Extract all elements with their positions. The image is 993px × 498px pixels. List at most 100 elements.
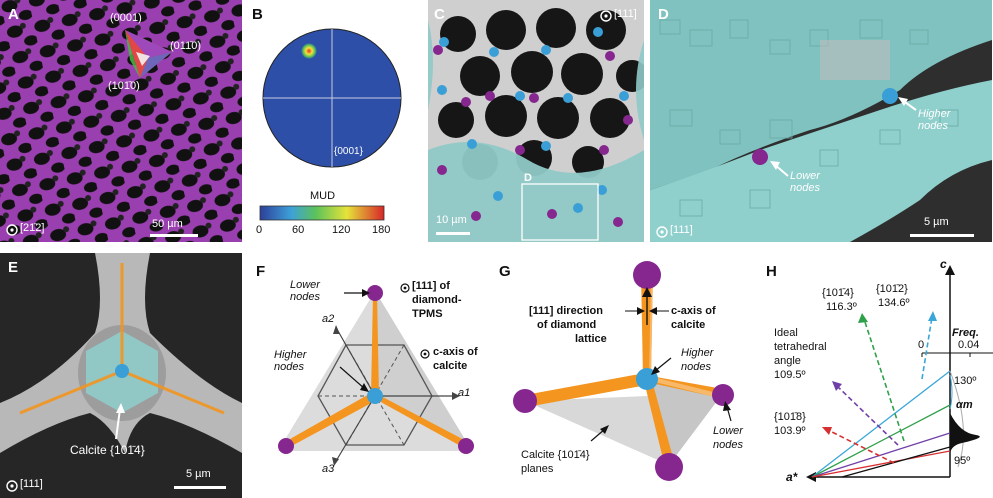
planes-line2: planes	[521, 463, 554, 475]
lower-line2: nodes	[713, 439, 743, 451]
scale-label: 50 µm	[152, 218, 183, 230]
higher-nodes-label: Higher nodes	[918, 108, 951, 132]
angle-130: 130º	[954, 375, 977, 387]
scale-label: 5 µm	[924, 216, 949, 228]
higher-node-dot	[882, 88, 898, 104]
dir111-line1: [111] of	[412, 280, 450, 292]
lower-node-left	[278, 438, 294, 454]
view-direction-icon	[6, 224, 18, 236]
view-direction-icon	[400, 283, 410, 293]
inset-box	[521, 183, 599, 241]
dir111-line3: TPMS	[412, 308, 443, 320]
a1-label: a1	[458, 387, 471, 399]
tick-120: 120	[332, 224, 351, 236]
ideal-line3: angle	[774, 355, 801, 367]
c-axis-label: c	[940, 257, 947, 271]
scale-bar	[150, 234, 198, 237]
panel-h: H c a* Freq. 0 0.04 αm 130º 95º {101̄4} …	[762, 253, 993, 498]
node-left	[513, 389, 537, 413]
sem-image-d	[650, 0, 992, 242]
lower-nodes-label: Lower nodes	[790, 170, 820, 194]
colorbar-title: MUD	[310, 190, 336, 202]
panel-e: E Calcite {101̄4} [111] 5 µm	[0, 253, 242, 498]
panel-c: C [111] D 10 µm	[428, 0, 644, 242]
plane-1018: {101̄8}	[774, 411, 806, 423]
value-1018: 103.9º	[774, 425, 806, 437]
frequency-histogram	[950, 413, 980, 453]
scale-bar	[174, 486, 226, 489]
direction-label: [111]	[20, 478, 43, 490]
calcite-label: Calcite {101̄4}	[70, 443, 145, 457]
higher-line2: nodes	[681, 361, 711, 373]
ipf-left-label: (101̄0)	[108, 80, 140, 92]
higher-nodes-label: Higher nodes	[274, 349, 307, 373]
caxis-direction-icon	[420, 349, 430, 359]
view-direction-icon	[656, 226, 668, 238]
caxis-line2: calcite	[433, 360, 468, 372]
plane-1014: {101̄4}	[822, 287, 854, 299]
ipf-right-label: (011̄0)	[170, 40, 201, 52]
dir-line1: [111] direction	[529, 305, 603, 317]
higher-node	[367, 388, 383, 404]
astar-label: a*	[786, 470, 798, 484]
a2-label: a2	[322, 313, 335, 325]
lower-node-dot	[752, 149, 768, 165]
panel-b: B {0001} MUD 0 60 120 180	[248, 0, 423, 242]
panel-e-label: E	[8, 259, 19, 276]
schematic-f	[278, 285, 474, 466]
panel-h-label: H	[766, 263, 777, 280]
pole-figure	[259, 28, 402, 221]
panel-d-label: D	[658, 6, 669, 23]
pole-label: {0001}	[334, 146, 363, 157]
panel-a: A (0001) (011̄0) (101̄0) 50 µm [21̄2]	[0, 0, 242, 242]
view-direction-icon	[600, 10, 612, 22]
node-top	[633, 261, 661, 289]
node-bottom	[655, 453, 683, 481]
lower-node-top	[367, 285, 383, 301]
ideal-line1: Ideal	[774, 327, 798, 339]
direction-label: [111]	[614, 8, 637, 20]
value-1014: 116.3º	[826, 301, 857, 313]
node-dot	[115, 364, 129, 378]
pole-maximum	[301, 43, 317, 59]
panel-b-label: B	[252, 6, 263, 23]
direction-label: [111]	[670, 224, 693, 236]
panel-d: D Higher nodes Lower nodes [111] 5 µm	[650, 0, 992, 242]
dir-line2: of diamond	[537, 319, 597, 331]
higher-line1: Higher	[681, 347, 714, 359]
node-right	[712, 384, 734, 406]
caxis-line1: c-axis of	[433, 346, 478, 358]
panel-f-label: F	[256, 263, 266, 280]
panel-a-label: A	[8, 6, 19, 23]
panel-g: G [111] direction of diamond lattice c-a…	[495, 253, 760, 498]
freq-004: 0.04	[958, 339, 980, 351]
caxis-line1: c-axis of	[671, 305, 716, 317]
scale-bar	[910, 234, 974, 237]
schematic-g	[513, 261, 734, 481]
sem-image-c	[428, 0, 644, 242]
ipf-top-label: (0001)	[110, 12, 142, 24]
planes-line1: Calcite {101̄4}	[521, 449, 590, 461]
freq-label: Freq.	[952, 327, 979, 339]
plane-1012: {101̄2}	[876, 283, 908, 295]
alpha-label: αm	[956, 399, 973, 411]
lower-node-right	[458, 438, 474, 454]
lower-nodes-label-1: Lower nodes	[290, 279, 320, 303]
ideal-line4: 109.5º	[774, 369, 806, 381]
panel-g-label: G	[499, 263, 511, 280]
angle-diagram	[806, 265, 993, 482]
scale-label: 5 µm	[186, 468, 211, 480]
tick-180: 180	[372, 224, 391, 236]
mud-colorbar	[259, 205, 385, 221]
caxis-line2: calcite	[671, 319, 706, 331]
scale-label: 10 µm	[436, 214, 467, 226]
ideal-line2: tetrahedral	[774, 341, 827, 353]
direction-label: [21̄2]	[20, 222, 45, 234]
panel-c-label: C	[434, 6, 445, 23]
view-direction-icon	[6, 480, 18, 492]
dir111-line2: diamond-	[412, 294, 462, 306]
angle-95: 95º	[954, 455, 971, 467]
lower-line1: Lower	[713, 425, 743, 437]
panel-f: F Lower nodes Higher nodes [111] of diam…	[250, 253, 490, 498]
freq-0: 0	[918, 339, 925, 351]
